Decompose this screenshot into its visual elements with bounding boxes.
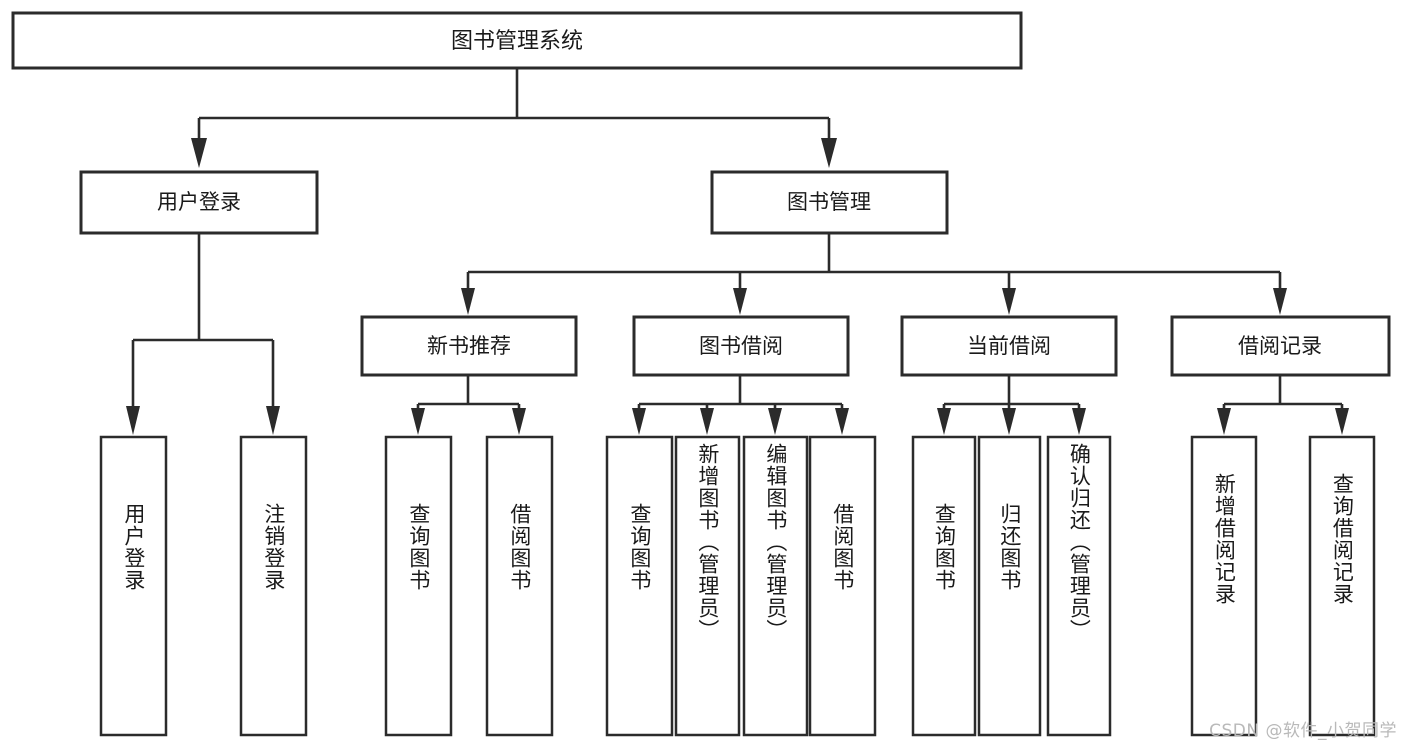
leaf-box-br-0[interactable] [1190,435,1258,737]
node-box-current-borrow [900,315,1118,377]
leaf-box-bb-0[interactable] [605,435,674,737]
node-box-book-management [710,170,949,235]
arrow-br-leaf1 [1217,408,1231,435]
leaf-box-user-login-1[interactable] [239,435,308,737]
node-box-user-login [79,170,319,235]
leaf-box-bb-1[interactable] [674,435,741,737]
edges-root-to-level1 [191,68,837,168]
arrow-bb-leaf2 [700,408,714,435]
node-box-root [11,11,1023,70]
node-book-management-system[interactable]: 图书管理系统 [11,11,1023,70]
leaf-box-cb-0[interactable] [911,435,977,737]
leaf-box-bb-3[interactable] [808,435,877,737]
leaf-boxes-book-borrow [605,435,877,737]
leaf-box-cb-2[interactable] [1046,435,1112,737]
leaf-boxes-user-login [99,435,308,737]
leaf-boxes-current-borrow [911,435,1112,737]
node-label-root: 图书管理系统 [451,29,583,54]
arrow-bm-to-book-borrow [733,288,747,315]
node-user-login[interactable]: 用户登录 [79,170,319,235]
edges-book-manage-to-level2 [461,233,1287,315]
arrow-bm-to-current-borrow [1002,288,1016,315]
watermark-text: CSDN @软件_小贺同学 [1209,721,1397,741]
arrow-br-leaf2 [1335,408,1349,435]
edges-book-borrow-to-leaves [632,375,849,435]
leaf-box-cb-1[interactable] [977,435,1042,737]
node-label-new-book-recommend: 新书推荐 [427,334,511,358]
leaf-boxes-new-book-recommend [384,435,554,737]
node-label-user-login: 用户登录 [157,190,241,214]
arrow-bb-leaf1 [632,408,646,435]
leaf-boxes-borrow-record [1190,435,1376,737]
arrow-bm-to-borrow-record [1273,288,1287,315]
arrow-bm-to-new-book-recommend [461,288,475,315]
arrow-cb-leaf2 [1002,408,1016,435]
edges-borrow-record-to-leaves [1217,375,1349,435]
node-box-new-book-recommend [360,315,578,377]
arrow-cb-leaf3 [1072,408,1086,435]
node-book-borrow[interactable]: 图书借阅 [632,315,850,377]
edges-new-book-recommend-to-leaves [411,375,526,435]
arrow-bb-leaf3 [768,408,782,435]
node-label-current-borrow: 当前借阅 [967,334,1051,358]
edges-user-login-to-leaves [126,233,280,435]
node-label-book-management: 图书管理 [787,190,871,214]
node-box-borrow-record [1170,315,1391,377]
node-label-borrow-record: 借阅记录 [1238,334,1322,358]
arrow-nbr-leaf2 [512,408,526,435]
node-new-book-recommend[interactable]: 新书推荐 [360,315,578,377]
node-borrow-record[interactable]: 借阅记录 [1170,315,1391,377]
node-book-management[interactable]: 图书管理 [710,170,949,235]
arrow-user-login-leaf1 [126,406,140,435]
arrow-bb-leaf4 [835,408,849,435]
leaf-box-nbr-0[interactable] [384,435,453,737]
arrow-user-login-leaf2 [266,406,280,435]
leaf-box-br-1[interactable] [1308,435,1376,737]
leaf-box-nbr-1[interactable] [485,435,554,737]
node-box-book-borrow [632,315,850,377]
arrow-nbr-leaf1 [411,408,425,435]
edges-current-borrow-to-leaves [937,375,1086,435]
arrow-root-to-book-manage [821,138,837,168]
arrow-cb-leaf1 [937,408,951,435]
arrow-root-to-user-login [191,138,207,168]
node-label-book-borrow: 图书借阅 [699,334,783,358]
node-current-borrow[interactable]: 当前借阅 [900,315,1118,377]
leaf-box-bb-2[interactable] [742,435,809,737]
leaf-box-user-login-0[interactable] [99,435,168,737]
